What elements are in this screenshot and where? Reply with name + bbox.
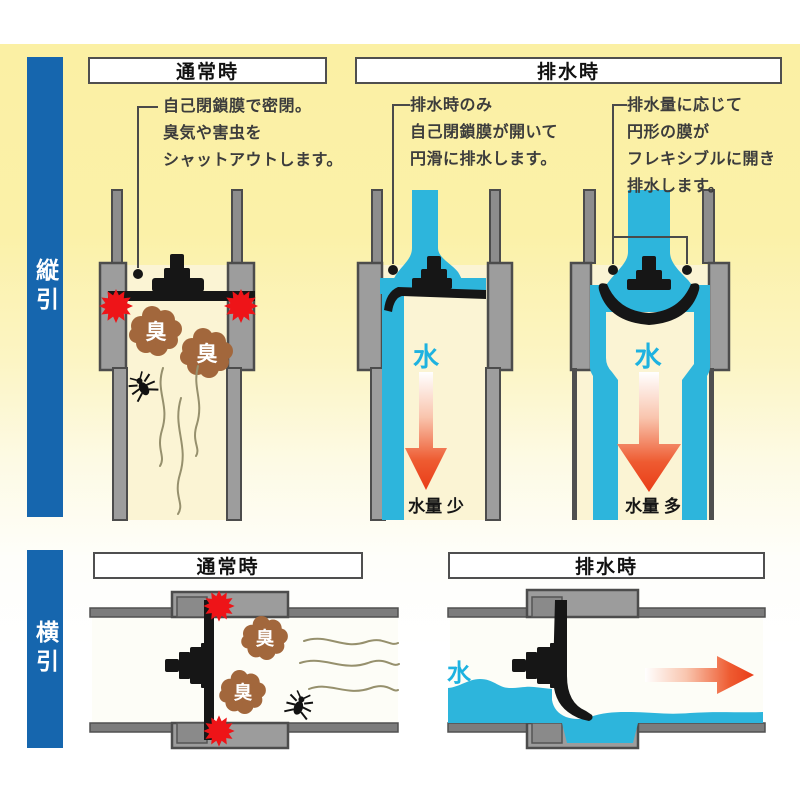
pipe-wall-left — [112, 367, 128, 521]
inlet-pipe-wall-left — [111, 189, 123, 264]
leader-dot — [608, 265, 618, 275]
leader-drain-open — [388, 104, 410, 275]
closing-membrane — [108, 291, 255, 301]
leader-dot — [133, 269, 143, 279]
section-label-horizontal: 横引 — [32, 620, 59, 678]
valve-stem — [412, 256, 452, 289]
pipe-wall-right — [226, 367, 242, 521]
inlet-pipe-wall-right — [702, 189, 715, 264]
water-label: 水 — [635, 342, 663, 372]
section-bar-vertical: 縦引 — [27, 57, 63, 517]
odor-waves — [159, 365, 201, 515]
annotation-drain-open: 排水時のみ 自己閉鎖膜が開いて 円滑に排水します。 — [410, 97, 559, 168]
socket-wall-right — [486, 261, 514, 372]
diagram-horizontal-drain: 水 — [447, 588, 766, 750]
spigot-bottom — [531, 722, 563, 744]
open-membrane — [384, 287, 486, 312]
header-vertical-normal: 通常時 — [88, 57, 327, 84]
water-flow-horizontal — [448, 679, 763, 743]
odor-waves — [299, 637, 400, 692]
socket-wall-left — [356, 261, 384, 372]
leader-dot — [682, 265, 692, 275]
annotation-drain-flex: 排水量に応じて 円形の膜が フレキシブルに開き 排水します。 — [627, 97, 776, 195]
valve-stem — [512, 643, 558, 688]
valve-stem — [627, 256, 671, 290]
diagram-horizontal-normal — [89, 590, 400, 750]
spigot-bottom — [176, 722, 208, 744]
pipe-wall-left — [572, 368, 577, 520]
valve-stem — [165, 643, 209, 688]
inlet-pipe-wall-right — [489, 189, 501, 264]
water-label: 水 — [447, 660, 472, 687]
volume-small-label: 水量 少 — [408, 496, 464, 516]
open-membrane-flexed — [598, 283, 700, 325]
inlet-pipe-wall-right — [231, 189, 243, 264]
section-bar-horizontal: 横引 — [27, 550, 63, 748]
leader-sealed — [133, 106, 158, 279]
right-arrow — [645, 656, 754, 694]
water-flow-large — [590, 190, 710, 520]
down-arrow-small — [405, 372, 447, 490]
header-horizontal-drain: 排水時 — [448, 552, 765, 579]
socket-wall-left — [569, 261, 593, 372]
pipe-wall-right — [709, 368, 714, 520]
pipe-wall-right — [485, 367, 501, 521]
section-label-vertical: 縦引 — [32, 258, 59, 316]
diagram-vertical-drain-large: 水 水量 多 — [569, 189, 731, 520]
spigot-top — [176, 596, 208, 618]
open-membrane-curled — [553, 600, 593, 721]
water-label: 水 — [413, 342, 440, 372]
inlet-pipe-wall-left — [583, 189, 596, 264]
leader-line — [137, 106, 158, 268]
leader-line — [392, 104, 410, 264]
diagram-vertical-normal — [98, 189, 258, 521]
header-horizontal-normal: 通常時 — [93, 552, 363, 579]
down-arrow-large — [617, 372, 681, 492]
diagram-vertical-drain-small: 水 水量 少 — [356, 189, 514, 521]
leader-line — [612, 104, 688, 264]
socket-wall-right — [707, 261, 731, 372]
annotation-sealed: 自己閉鎖膜で密閉。 臭気や害虫を シャットアウトします。 — [163, 98, 343, 169]
valve-stem — [152, 254, 204, 292]
leader-dot — [388, 265, 398, 275]
volume-large-label: 水量 多 — [625, 496, 681, 516]
inlet-pipe-wall-left — [371, 189, 383, 264]
header-vertical-drain: 排水時 — [355, 57, 782, 84]
leader-drain-flex — [608, 104, 692, 275]
